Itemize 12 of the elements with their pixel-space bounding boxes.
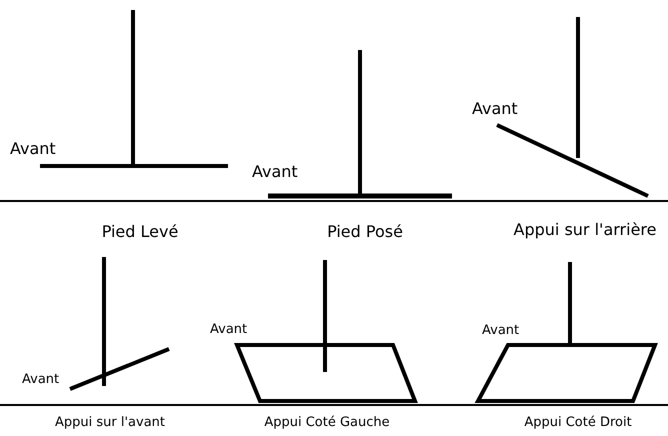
caption: Appui Coté Gauche (264, 416, 390, 429)
caption: Appui sur l'arrière (514, 222, 656, 238)
caption: Appui sur l'avant (54, 416, 166, 429)
direction-label: Avant (210, 323, 248, 336)
direction-label: Avant (22, 373, 60, 386)
caption: Pied Posé (327, 224, 403, 240)
direction-label: Avant (252, 164, 298, 180)
direction-label: Avant (10, 141, 56, 157)
direction-label: Avant (482, 324, 520, 337)
caption: Appui Coté Droit (524, 416, 632, 429)
direction-label: Avant (472, 101, 518, 117)
caption: Pied Levé (102, 224, 178, 240)
